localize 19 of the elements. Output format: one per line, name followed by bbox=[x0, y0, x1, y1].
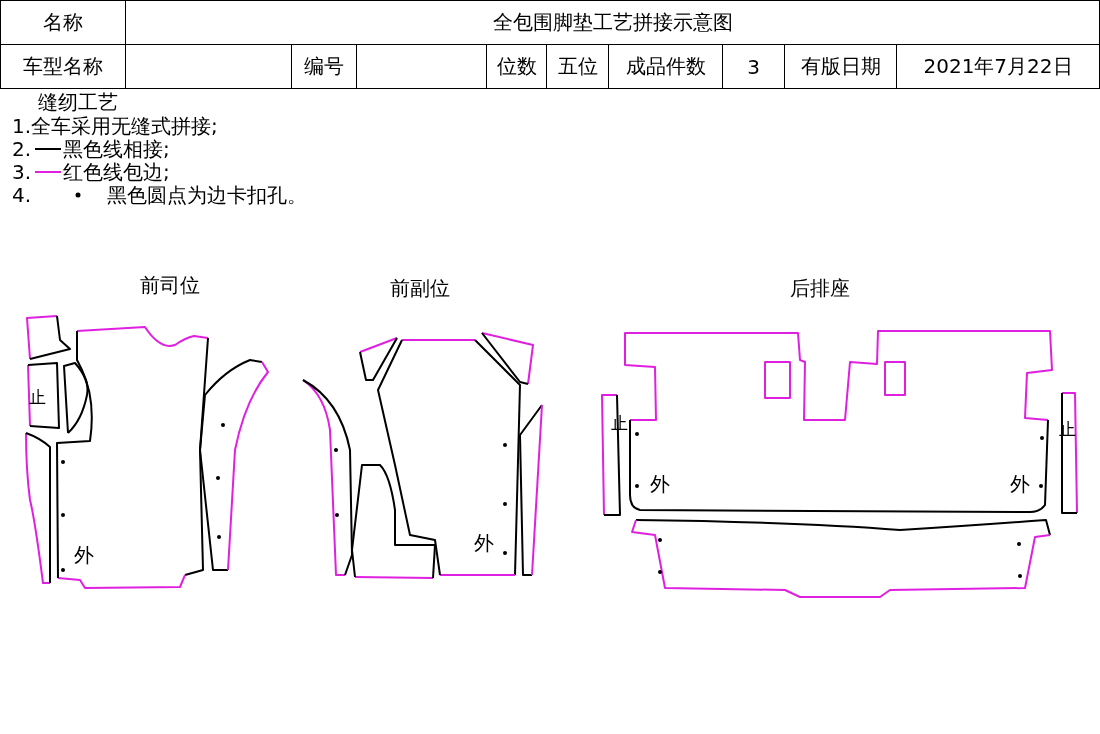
section-title: 后排座 bbox=[790, 278, 850, 298]
header-cell: 名称 bbox=[0, 0, 126, 45]
legend-text: 红色线包边; bbox=[63, 162, 170, 182]
piece-mark: 外 bbox=[650, 474, 670, 494]
heading-text: 缝纫工艺 bbox=[38, 92, 118, 112]
header-cell: 车型名称 bbox=[0, 44, 126, 89]
note-text: 1.全车采用无缝式拼接; bbox=[12, 116, 218, 136]
legend-text: 黑色线相接; bbox=[63, 139, 170, 159]
list-number: 3. bbox=[12, 162, 32, 182]
list-number: 2. bbox=[12, 139, 32, 159]
piece-mark: 外 bbox=[474, 533, 494, 553]
legend-text: 黑色圆点为边卡扣孔。 bbox=[107, 185, 307, 205]
title-cell: 全包围脚垫工艺拼接示意图 bbox=[125, 0, 1100, 45]
piece-mark: 外 bbox=[1010, 474, 1030, 494]
value-cell: 2021年7月22日 bbox=[896, 44, 1100, 89]
section-title: 前司位 bbox=[140, 275, 200, 295]
piece-mark: 外 bbox=[74, 545, 94, 565]
list-number: 4. bbox=[12, 185, 32, 205]
section-title: 前副位 bbox=[390, 278, 450, 298]
